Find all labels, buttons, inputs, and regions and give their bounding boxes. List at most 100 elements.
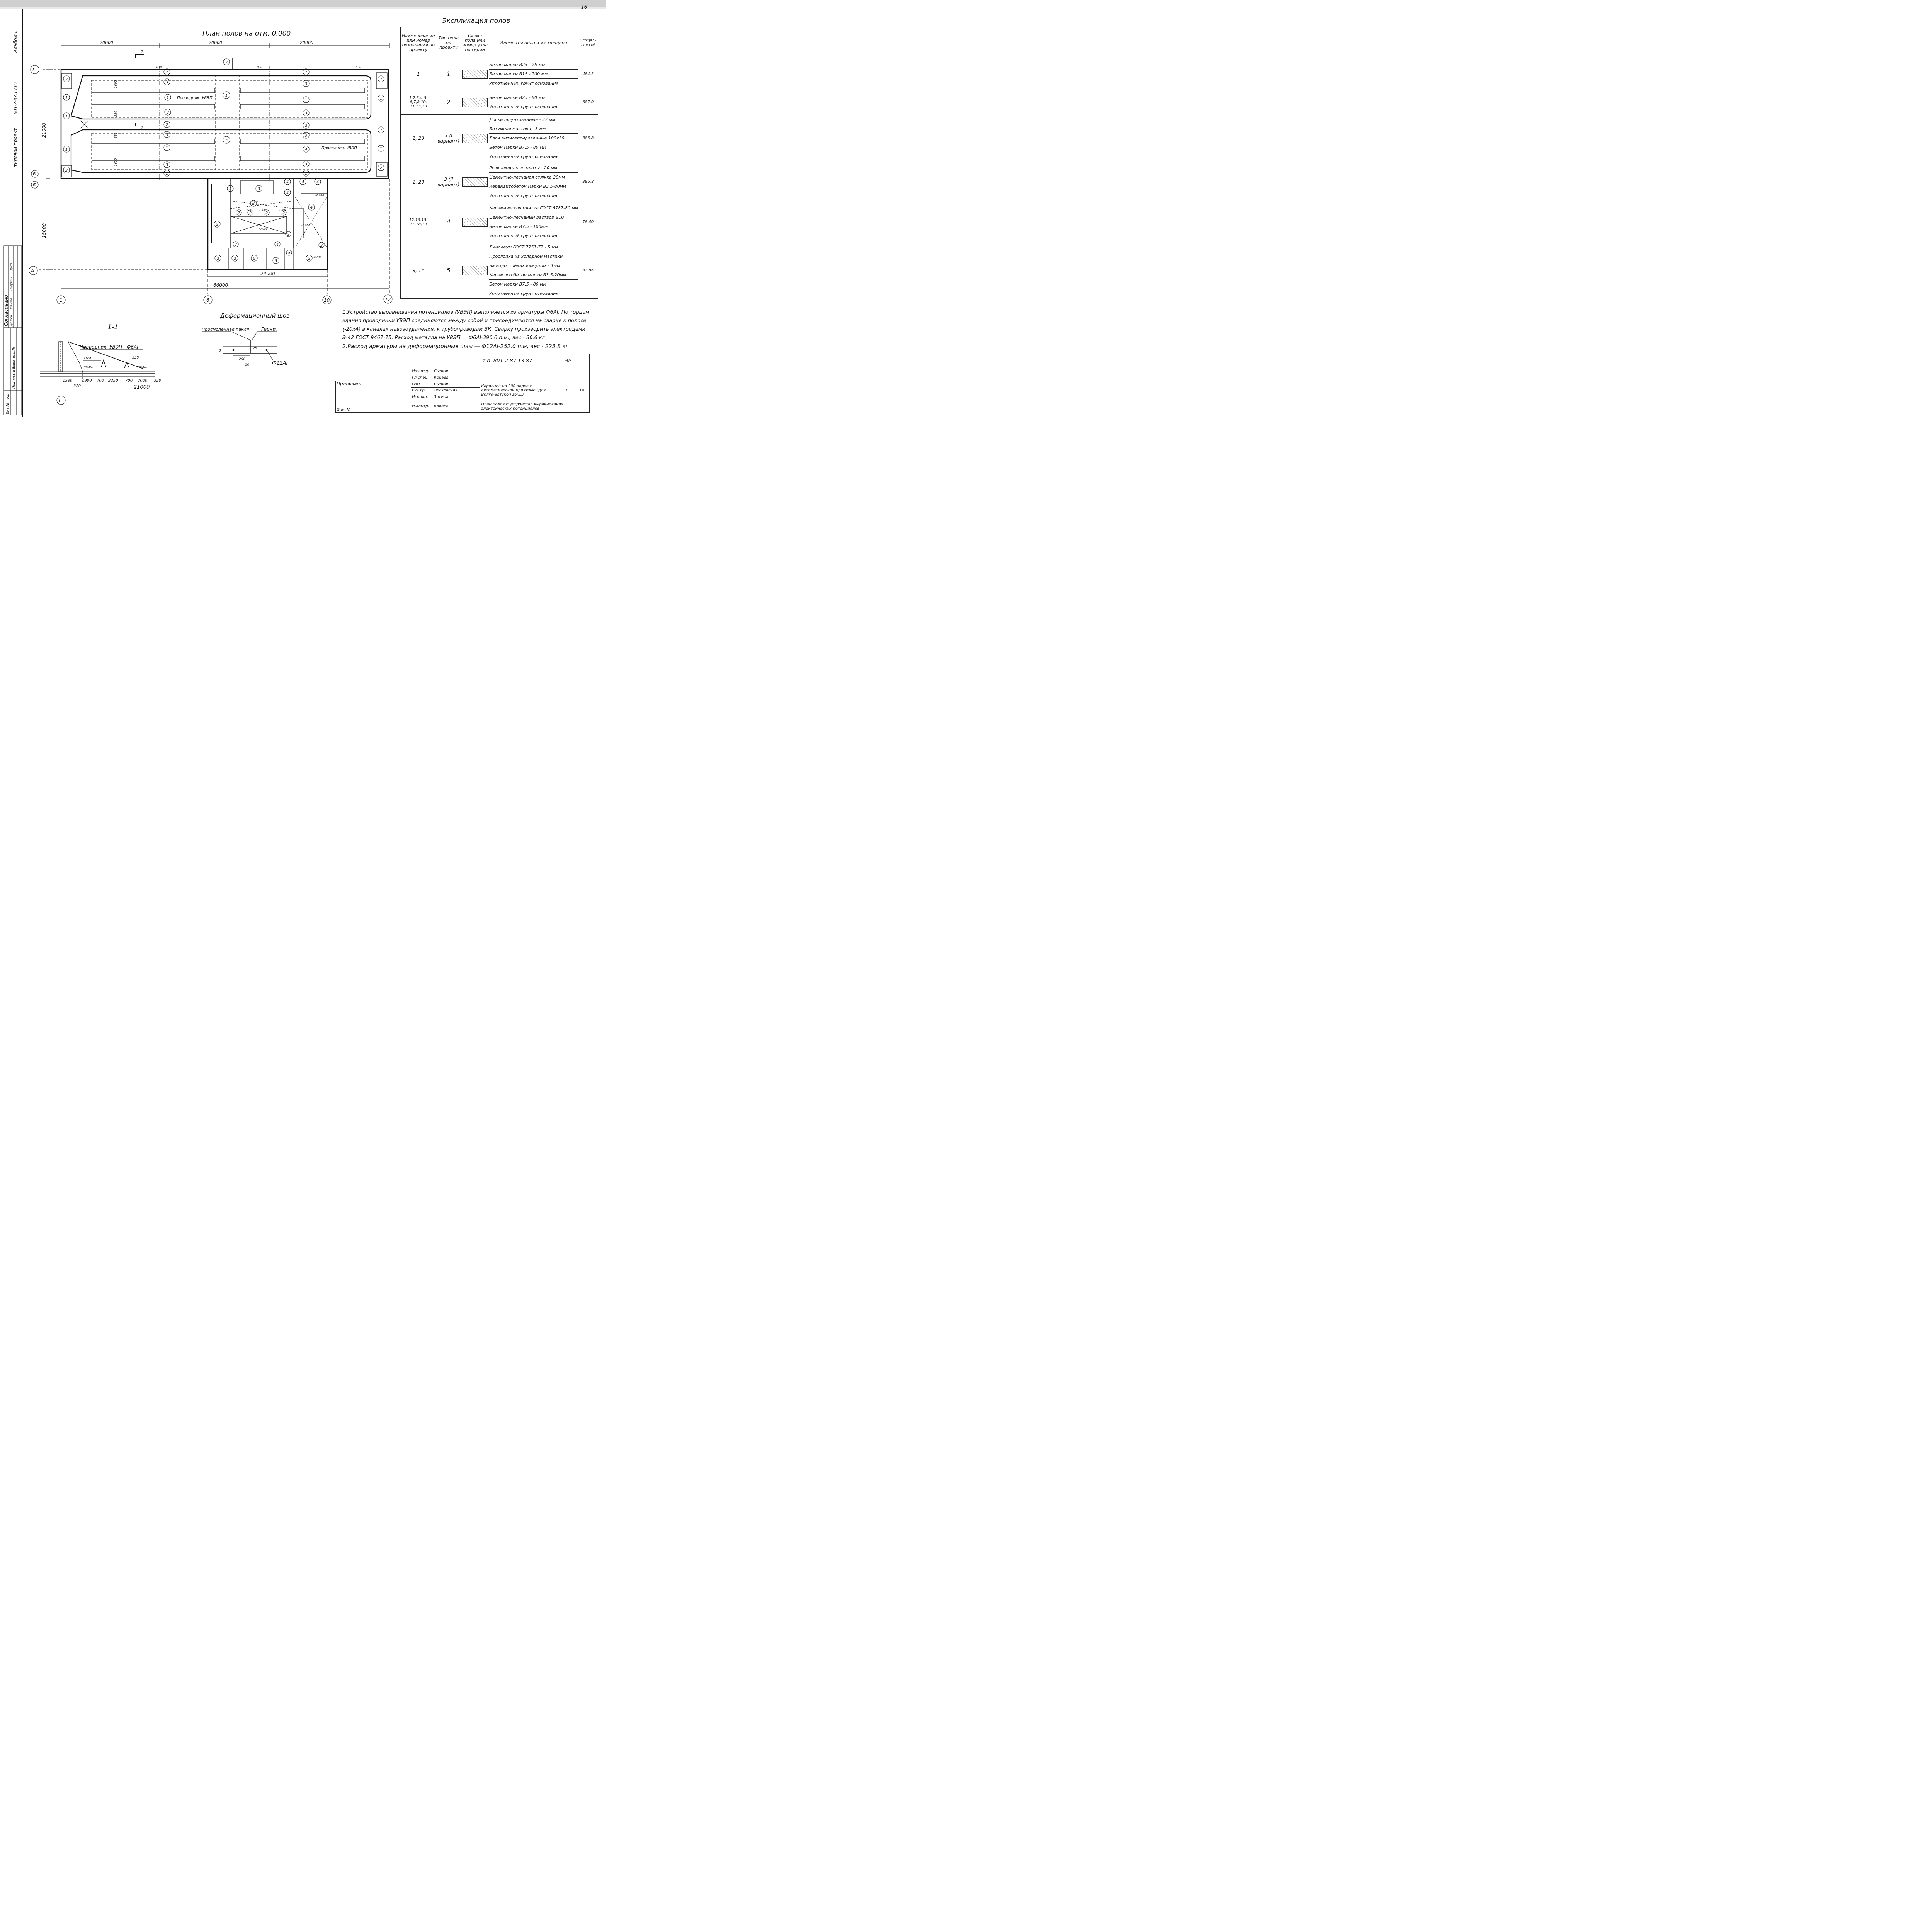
level-2: -0.050 [315,194,324,197]
room-no: 2 [282,211,285,215]
stall-dim-1: 1600 [114,80,117,88]
joint-label-gernit: Гернит [261,327,279,332]
axis-G: Г [32,67,36,73]
room-no: 1 [225,94,228,98]
room-no: 1 [65,96,68,100]
room-no: 4 [305,148,307,152]
section-mark-bottom: 1 [141,125,143,130]
table-row: 1,2,3,4,5, 6,7,8,10, 11,13,20 2 Бетон ма… [400,90,598,115]
room-no: 3 [305,134,307,138]
row-elements: Резинокордные плиты - 20 мм Цементно-пес… [489,162,579,202]
plan-title: План полов на отм. 0.000 [202,30,291,37]
margin-sign: Подпись и дата [12,360,16,389]
stamp-role: Исполн. [411,393,434,401]
room-no: 4 [288,251,290,255]
section-dim-8: 320 [73,384,81,388]
note-2: 2.Расход арматуры на деформационные швы … [342,344,569,350]
row-type: 1 [436,58,461,90]
room-no: 4 [276,243,279,247]
title-block: т.п. 801-2-87.13.87 ЭР Нач.отд. Сыркин Г… [335,354,590,413]
row-area: 386.8 [578,114,598,162]
row-rooms: 1, 20 [400,162,437,202]
room-no: 2 [217,257,219,261]
row-rooms: 12,16,15, 17,18,19 [400,202,437,242]
floor-scheme [461,114,490,162]
dim-21000: 21000 [41,122,47,138]
level-5: -0.050 [259,227,268,230]
joint-label-rebar: Ф12АI [272,361,288,366]
room-no: 2 [320,243,323,248]
section-dim-2: 1900 [82,379,92,383]
section-title: 1-1 [107,323,118,331]
room-no: 2 [380,77,382,82]
section-dim-1: 1380 [63,379,72,383]
room-no: 1 [305,98,307,102]
room-no: 5 [275,259,277,263]
joint-title: Деформационный шов [220,312,290,319]
joint-dim-30: 30 [245,363,250,367]
row-elements: Линолеум ГОСТ 7251-77 - 5 мм Прослойка и… [489,242,579,299]
explication-title: Экспликация полов [442,17,510,25]
dim-24000: 24000 [260,271,276,276]
album-label: Альбом II [13,30,18,53]
header-scheme: Схема пола или номер узла по серии [461,27,490,58]
row-area: 78.40 [578,202,598,242]
section-axis: Г [59,398,62,403]
level-4: -0.050 [313,256,322,259]
explication-table: Наименование или номер помещения по прое… [400,27,598,299]
element: Керамзитобетон марки В3.5-80мм [489,182,578,191]
room-no: 1 [167,96,169,100]
dim-bay-1: 20000 [100,40,113,45]
axis-1: 1 [60,298,63,303]
room-no: 3 [305,111,307,116]
dim-bay-2: 20000 [209,40,222,45]
small-dim-1: 1300 [244,209,251,212]
stamp-stage: Р [560,381,574,401]
row-type: 3 (II вариант) [436,162,461,202]
dim-bay-3: 20000 [300,40,313,45]
room-no: 1 [380,97,382,101]
section-conductor: Проводник. УВЭП - Ф6АI [80,344,138,350]
stamp-role: ГИП [411,381,434,388]
element: Цементно-песчаная стяжка 20мм [489,173,578,182]
stamp-binding: Привязан: [335,381,412,401]
margin-row-1: Должн. [10,314,13,327]
project-code: 801-2-87.13.87 [13,82,18,114]
room-no: 2 [225,60,228,65]
dim-18000: 18000 [41,223,47,238]
room-no: 2 [305,124,307,128]
joint-dim-200: 200 [239,357,245,361]
room-no: 5 [253,257,255,261]
room-no: 3 [225,138,228,143]
drawing-sheet: План полов на отм. 0.000 20000 20000 200… [0,0,606,417]
header-area: Площадь пола м² [578,27,598,58]
room-no: 2 [166,123,168,127]
row-area: 386.8 [578,162,598,202]
floor-plan [29,43,393,304]
floor-scheme [461,242,490,299]
element: Бетон марки В7.5 - 80 мм [489,143,578,152]
margin-row-2: Фамил. [10,297,13,309]
room-no: 2 [65,168,68,173]
conductor-label-top: Проводник. УВЭП [177,96,213,100]
stall-dim-2: 350 [114,111,117,117]
room-no: 1 [65,114,68,119]
stamp-inv: Инв. № [335,400,412,413]
row-elements: Бетон марки В25 - 80 мм Уплотненный грун… [489,90,579,115]
project-label: типовой проект [13,128,18,167]
stamp-sheet-name: План полов и устройство выравнивания эле… [480,400,590,413]
element: Бетон марки В15 - 100 мм [489,70,578,79]
floor-scheme [461,58,490,90]
row-elements: Доски шпунтованные - 37 мм Битумная маст… [489,114,579,162]
element: Уплотненный грунт основания [489,81,559,86]
row-rooms: 1, 20 [400,114,437,162]
section-dim-4: 2250 [108,379,118,383]
margin-row-4: Дата [10,262,13,271]
room-no: 2 [252,202,255,206]
margin-row-3: Подпись [10,277,13,291]
stamp-code: т.п. 801-2-87.13.87 [482,358,532,364]
row-area: 687.0 [578,90,598,115]
stall-dim-3: 350 [114,133,117,138]
room-no: 2 [249,211,252,215]
small-dim-2: 1300 [259,209,266,212]
